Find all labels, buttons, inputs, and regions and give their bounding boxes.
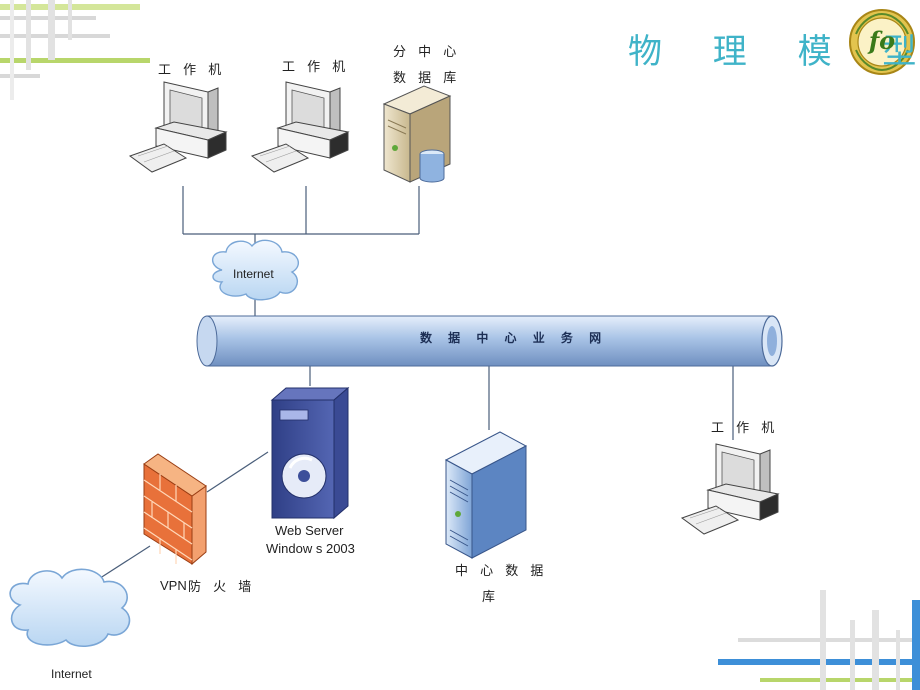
- workstation-2-label: 工 作 机: [282, 60, 350, 75]
- workstation-1-label: 工 作 机: [158, 63, 226, 78]
- workstation-1-icon: [128, 81, 228, 173]
- center-database-label-line2: 库: [482, 590, 500, 605]
- logo-emblem: [849, 9, 915, 75]
- branch-database-server-icon: [382, 85, 452, 183]
- web-server-label-line2: Window s 2003: [266, 541, 355, 556]
- vpn-firewall-icon: [143, 453, 207, 566]
- network-label: 数 据 中 心 业 务 网: [420, 331, 608, 345]
- center-database-server-icon: [444, 431, 528, 559]
- internet-top-label: Internet: [233, 267, 274, 281]
- workstation-2-icon: [250, 81, 350, 173]
- branch-database-label-line2: 数 据 库: [393, 71, 461, 86]
- vpn-label: VPN: [160, 578, 187, 593]
- corner-decoration-bottom-right: [718, 590, 920, 690]
- internet-cloud-bottom: [9, 568, 131, 647]
- logo-text: fo: [868, 26, 896, 55]
- branch-database-label-line1: 分 中 心: [393, 45, 461, 60]
- internet-cloud-top: [212, 239, 300, 301]
- web-server-label-line1: Web Server: [275, 523, 344, 538]
- network-pipe: [196, 315, 783, 367]
- internet-bottom-label: Internet: [51, 667, 92, 681]
- page-title: 物 理 模 型: [628, 32, 920, 72]
- center-database-label-line1: 中 心 数 据: [455, 564, 548, 579]
- workstation-3-label: 工 作 机: [711, 421, 779, 436]
- corner-decoration-top-left: [0, 0, 150, 100]
- workstation-3-icon: [680, 443, 780, 535]
- web-server-icon: [270, 386, 350, 520]
- firewall-label: 防 火 墙: [188, 580, 256, 595]
